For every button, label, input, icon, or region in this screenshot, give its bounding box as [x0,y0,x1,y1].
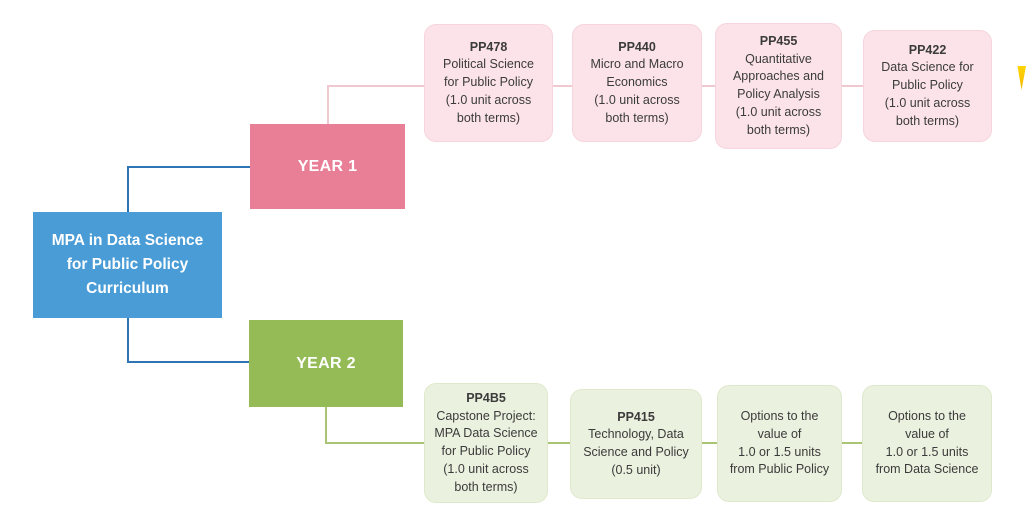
node-year-1: YEAR 1 [250,124,405,209]
node-course-options-data-science: Options to the value of 1.0 or 1.5 units… [862,385,992,502]
connector-year1-vertical [327,85,329,124]
connector-year2-to-pp4b5 [325,442,424,444]
course-code: PP415 [617,409,655,424]
node-course-options-public-policy: Options to the value of 1.0 or 1.5 units… [717,385,842,502]
course-code: PP4B5 [466,390,506,405]
connector-pp478-to-pp440 [553,85,572,87]
course-body: Technology, Data Science and Policy (0.5… [583,427,689,477]
course-body: Data Science for Public Policy (1.0 unit… [881,60,974,128]
yellow-pen-mark [1017,66,1026,90]
course-body: Political Science for Public Policy (1.0… [442,57,534,125]
connector-pp440-to-pp455 [702,85,715,87]
node-course-pp4b5: PP4B5 Capstone Project: MPA Data Science… [424,383,548,503]
connector-pp4b5-to-pp415 [548,442,570,444]
node-course-pp422: PP422 Data Science for Public Policy (1.… [863,30,992,142]
course-body: Micro and Macro Economics (1.0 unit acro… [590,57,684,125]
connector-pp415-to-options-pp [702,442,717,444]
node-mpa-root: MPA in Data Science for Public Policy Cu… [33,212,222,318]
year-2-label: YEAR 2 [296,354,356,372]
course-code: PP455 [759,33,798,48]
course-code: PP440 [618,39,656,54]
connector-pp455-to-pp422 [842,85,863,87]
connector-root-to-year2-horizontal [127,361,249,363]
mpa-root-title: MPA in Data Science for Public Policy Cu… [51,231,204,297]
course-code: PP478 [469,39,508,54]
course-body: Options to the value of 1.0 or 1.5 units… [729,409,830,477]
node-course-pp440: PP440 Micro and Macro Economics (1.0 uni… [572,24,702,142]
connector-root-to-year1-vertical [127,166,129,212]
connector-year2-vertical [325,407,327,443]
course-body: Quantitative Approaches and Policy Analy… [732,51,825,137]
connector-root-to-year2-vertical [127,318,129,362]
connector-options-pp-to-options-ds [842,442,862,444]
node-year-2: YEAR 2 [249,320,403,407]
node-course-pp478: PP478 Political Science for Public Polic… [424,24,553,142]
course-code: PP422 [908,42,947,57]
year-1-label: YEAR 1 [297,157,358,175]
node-course-pp455: PP455 Quantitative Approaches and Policy… [715,23,842,149]
node-course-pp415: PP415 Technology, Data Science and Polic… [570,389,702,499]
connector-root-to-year1-horizontal [127,166,250,168]
course-body: Capstone Project: MPA Data Science for P… [434,408,538,494]
connector-year1-to-pp478 [327,85,424,87]
course-body: Options to the value of 1.0 or 1.5 units… [875,409,979,477]
